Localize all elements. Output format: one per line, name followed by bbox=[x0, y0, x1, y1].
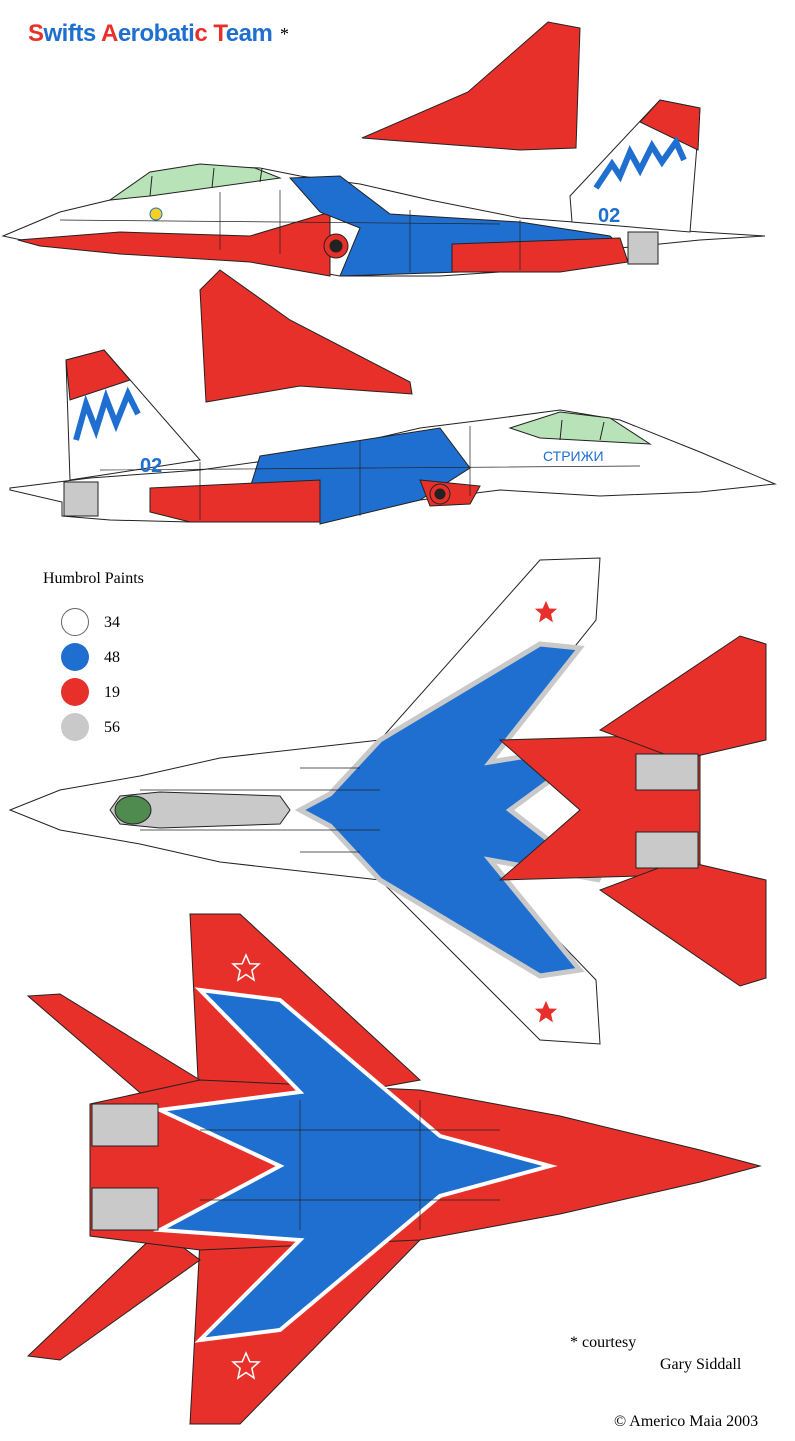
bottom-view bbox=[26, 913, 762, 1425]
top-view bbox=[8, 557, 767, 1045]
page-title: Swifts Aerobatic Team * bbox=[28, 20, 289, 47]
courtesy-note: * courtesy bbox=[570, 1334, 637, 1351]
stabilator-side-1 bbox=[361, 21, 581, 151]
swatch-48 bbox=[61, 643, 89, 671]
blue-star-bottom bbox=[152, 987, 558, 1343]
canopy-side-2 bbox=[508, 411, 652, 445]
paint-code-19: 19 bbox=[104, 684, 120, 701]
tail-number-side-2: 02 bbox=[140, 455, 162, 477]
side-view-right: 02 СТРИЖИ bbox=[9, 269, 777, 525]
blue-star-top bbox=[294, 641, 602, 979]
side-view-left: 02 bbox=[1, 21, 766, 277]
fuselage-lettering: СТРИЖИ bbox=[543, 448, 604, 464]
swatch-56 bbox=[61, 713, 89, 741]
tail-number-side-1: 02 bbox=[598, 205, 620, 227]
copyright: © Americo Maia 2003 bbox=[614, 1413, 759, 1430]
paint-code-48: 48 bbox=[104, 649, 120, 666]
legend-title: Humbrol Paints bbox=[43, 570, 144, 587]
swatch-19 bbox=[61, 678, 89, 706]
courtesy-name: Gary Siddall bbox=[660, 1356, 742, 1373]
stabilator-side-2 bbox=[199, 269, 413, 403]
paint-code-56: 56 bbox=[104, 719, 120, 736]
underside-red-1 bbox=[17, 211, 331, 277]
title-asterisk: * bbox=[280, 24, 289, 44]
paint-code-34: 34 bbox=[104, 614, 120, 631]
swatch-34 bbox=[61, 608, 89, 636]
